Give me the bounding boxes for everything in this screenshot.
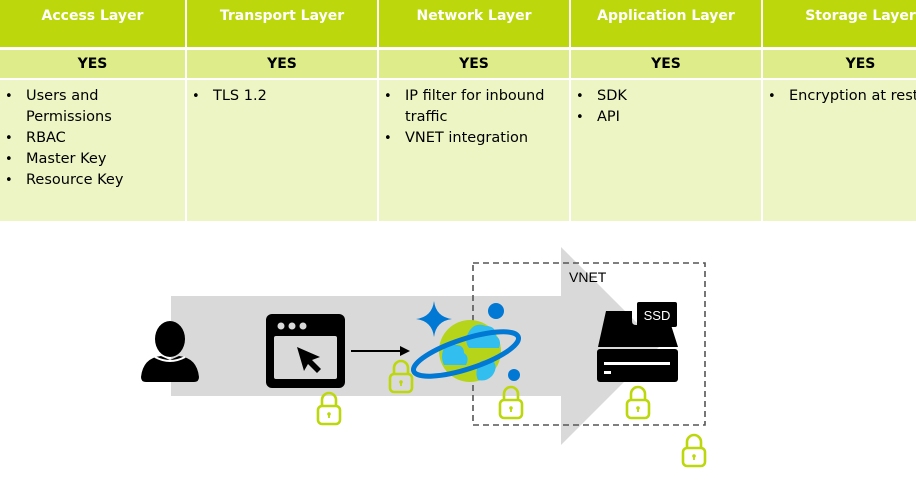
feature-item: API [576,107,761,128]
header-network-layer: Network Layer [379,0,571,50]
application-layer-features: SDK API [571,80,763,221]
feature-item: RBAC [5,128,185,149]
feature-item: VNET integration [384,128,569,149]
access-layer-supported: YES [0,50,187,80]
application-layer-supported: YES [571,50,763,80]
feature-item: SDK [576,86,761,107]
browser-window-icon [266,314,345,388]
transport-layer-supported: YES [187,50,379,80]
access-layer-features: Users and Permissions RBAC Master Key Re… [0,80,187,221]
header-application-layer: Application Layer [571,0,763,50]
security-layers-table: Access Layer Transport Layer Network Lay… [0,0,916,221]
storage-layer-supported: YES [763,50,916,80]
vnet-label: VNET [569,269,607,285]
network-layer-supported: YES [379,50,571,80]
feature-item: Users and Permissions [5,86,185,128]
lock-icon [625,385,651,420]
transport-layer-features: TLS 1.2 [187,80,379,221]
lock-icon [316,391,342,426]
vnet-boundary [472,262,706,426]
feature-item: IP filter for inbound traffic [384,86,569,128]
cosmos-db-icon [410,301,522,382]
feature-item: TLS 1.2 [192,86,377,107]
feature-item: Master Key [5,149,185,170]
feature-item: Resource Key [5,170,185,191]
header-access-layer: Access Layer [0,0,187,50]
storage-layer-features: Encryption at rest [763,80,916,221]
ssd-drive-icon: SSD [597,302,678,382]
header-storage-layer: Storage Layer [763,0,916,50]
feature-item: Encryption at rest [768,86,916,107]
ssd-label: SSD [644,308,671,323]
user-icon [141,321,199,382]
network-layer-features: IP filter for inbound traffic VNET integ… [379,80,571,221]
header-transport-layer: Transport Layer [187,0,379,50]
lock-icon [681,433,707,468]
connector-arrow [351,346,410,356]
flow-arrow [171,247,660,445]
